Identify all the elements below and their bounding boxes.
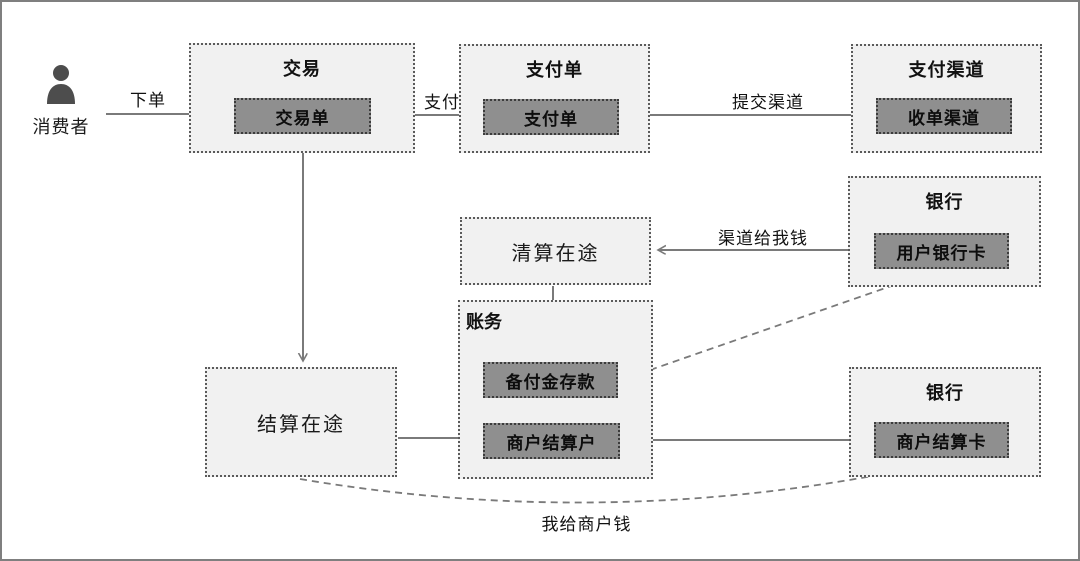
reserve-deposit-node: 备付金存款 — [483, 362, 618, 398]
edge-pay-label: 支付 — [424, 93, 460, 112]
bank-top-box-title: 银行 — [925, 192, 964, 212]
payment-box-title: 支付单 — [526, 60, 583, 80]
consumer-label: 消费者 — [32, 117, 90, 137]
person-icon — [47, 65, 75, 104]
edge-i-pay-merchant-label: 我给商户钱 — [541, 515, 632, 534]
bank-bottom-box-title: 银行 — [926, 383, 964, 403]
consumer-actor: 消费者 — [24, 64, 98, 139]
edge-order-label: 下单 — [130, 91, 166, 110]
edge-submit-channel-label: 提交渠道 — [732, 93, 804, 112]
bank-top-box: 银行 — [848, 176, 1041, 287]
accounting-box-title: 账务 — [466, 312, 502, 332]
trade-order-node: 交易单 — [234, 98, 371, 134]
merchant-settlement-card-node: 商户结算卡 — [874, 422, 1009, 458]
clearing-in-transit-node: 清算在途 — [460, 217, 651, 285]
edge-channel-pays-me-label: 渠道给我钱 — [718, 229, 808, 248]
settlement-in-transit-node: 结算在途 — [205, 367, 397, 477]
payment-channel-box-title: 支付渠道 — [908, 60, 985, 80]
trade-box-title: 交易 — [283, 59, 321, 79]
acquiring-channel-node: 收单渠道 — [876, 98, 1012, 134]
payment-order-node: 支付单 — [483, 99, 619, 135]
merchant-settlement-account-node: 商户结算户 — [483, 423, 620, 459]
user-bank-card-node: 用户银行卡 — [874, 233, 1009, 269]
